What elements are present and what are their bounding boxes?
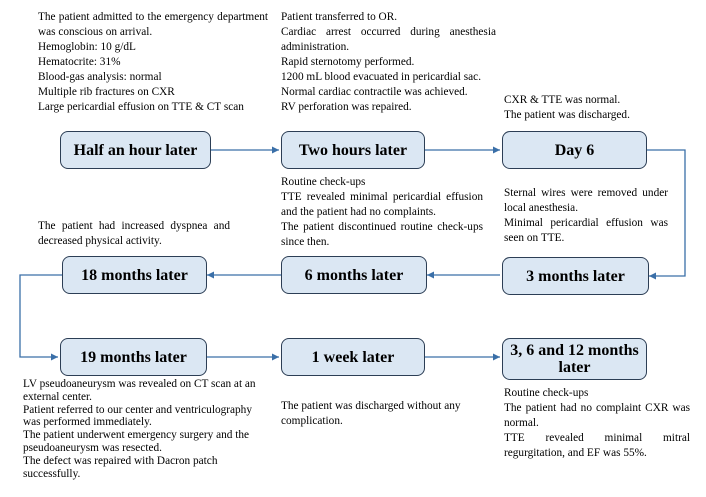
box-label: Day 6 [554, 141, 595, 159]
box-3-6-12-months-later: 3, 6 and 12 months later [502, 338, 647, 380]
connector-day6-to-3months [647, 149, 686, 280]
note-line: Large pericardial effusion on TTE & CT s… [38, 101, 244, 113]
box-day-6: Day 6 [502, 131, 647, 169]
note-line: CXR & TTE was normal. [504, 94, 621, 106]
box-6-months-later: 6 months later [281, 256, 427, 294]
note-line: TTE revealed minimal mitral regurgitatio… [504, 432, 690, 459]
note-admission: The patient admitted to the emergency de… [38, 10, 268, 115]
box-label: Two hours later [298, 141, 408, 159]
note-line: Sternal wires were removed under local a… [504, 187, 668, 214]
box-19-months-later: 19 months later [60, 338, 207, 376]
note-line: Rapid sternotomy performed. [281, 56, 415, 68]
note-line: Patient referred to our center and ventr… [23, 403, 252, 429]
note-routine-checkups: Routine check-ups TTE revealed minimal p… [281, 175, 483, 250]
box-label: 1 week later [311, 348, 395, 366]
note-line: LV pseudoaneurysm was revealed on CT sca… [23, 378, 256, 403]
note-18-months: The patient had increased dyspnea and de… [38, 219, 230, 249]
note-line: The patient discontinued routine check-u… [281, 221, 483, 248]
note-line: Normal cardiac contractile was achieved. [281, 86, 468, 98]
note-line: The patient was discharged. [504, 109, 630, 121]
box-1-week-later: 1 week later [281, 338, 425, 376]
box-half-hour-later: Half an hour later [60, 131, 211, 169]
box-3-months-later: 3 months later [502, 257, 649, 295]
box-label: 19 months later [80, 348, 187, 366]
note-line: Patient transferred to OR. [281, 11, 398, 23]
box-label: 3 months later [526, 267, 625, 285]
note-line: The patient was discharged without any c… [281, 400, 461, 427]
note-line: Routine check-ups [281, 176, 366, 188]
note-line: RV perforation was repaired. [281, 101, 412, 113]
note-line: The patient had no complaint CXR was nor… [504, 402, 690, 429]
note-line: The defect was repaired with Dacron patc… [23, 454, 218, 480]
box-label: Half an hour later [73, 141, 198, 159]
note-day-6: CXR & TTE was normal. The patient was di… [504, 93, 674, 123]
box-two-hours-later: Two hours later [281, 131, 425, 169]
note-3-6-12-months: Routine check-ups The patient had no com… [504, 386, 690, 461]
box-18-months-later: 18 months later [62, 256, 207, 294]
note-line: TTE revealed minimal pericardial effusio… [281, 191, 483, 218]
note-line: The patient underwent emergency surgery … [23, 429, 250, 454]
note-19-months: LV pseudoaneurysm was revealed on CT sca… [23, 378, 269, 480]
note-line: Cardiac arrest occurred during anesthesi… [281, 26, 496, 53]
connector-18months-to-19months [19, 274, 62, 361]
note-line: Multiple rib fractures on CXR [38, 86, 175, 98]
note-1-week: The patient was discharged without any c… [281, 399, 461, 429]
box-label: 3, 6 and 12 months later [510, 342, 639, 376]
note-line: Hemoglobin: 10 g/dL [38, 41, 136, 53]
note-line: Hematocrite: 31% [38, 56, 121, 68]
note-line: Blood-gas analysis: normal [38, 71, 162, 83]
note-line: 1200 mL blood evacuated in pericardial s… [281, 71, 482, 83]
note-line: Minimal pericardial effusion was seen on… [504, 217, 668, 244]
note-line: The patient admitted to the emergency de… [38, 11, 268, 38]
note-line: The patient had increased dyspnea and de… [38, 220, 230, 247]
note-line: Routine check-ups [504, 387, 589, 399]
note-3-months: Sternal wires were removed under local a… [504, 186, 668, 246]
box-label: 18 months later [81, 266, 188, 284]
box-label: 6 months later [304, 266, 404, 284]
note-operating-room: Patient transferred to OR. Cardiac arres… [281, 10, 496, 115]
